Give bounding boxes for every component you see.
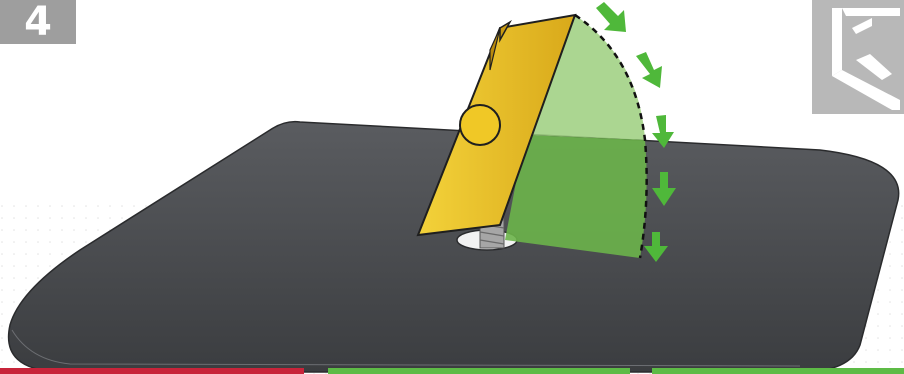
bottom-bar-green-2 [652,368,904,374]
bottom-bar-green-1 [328,368,630,374]
panel-knob [460,105,500,145]
bottom-bar-red [0,368,304,374]
assembly-category-icon [812,0,904,114]
step-number-badge: 4 [0,0,76,44]
